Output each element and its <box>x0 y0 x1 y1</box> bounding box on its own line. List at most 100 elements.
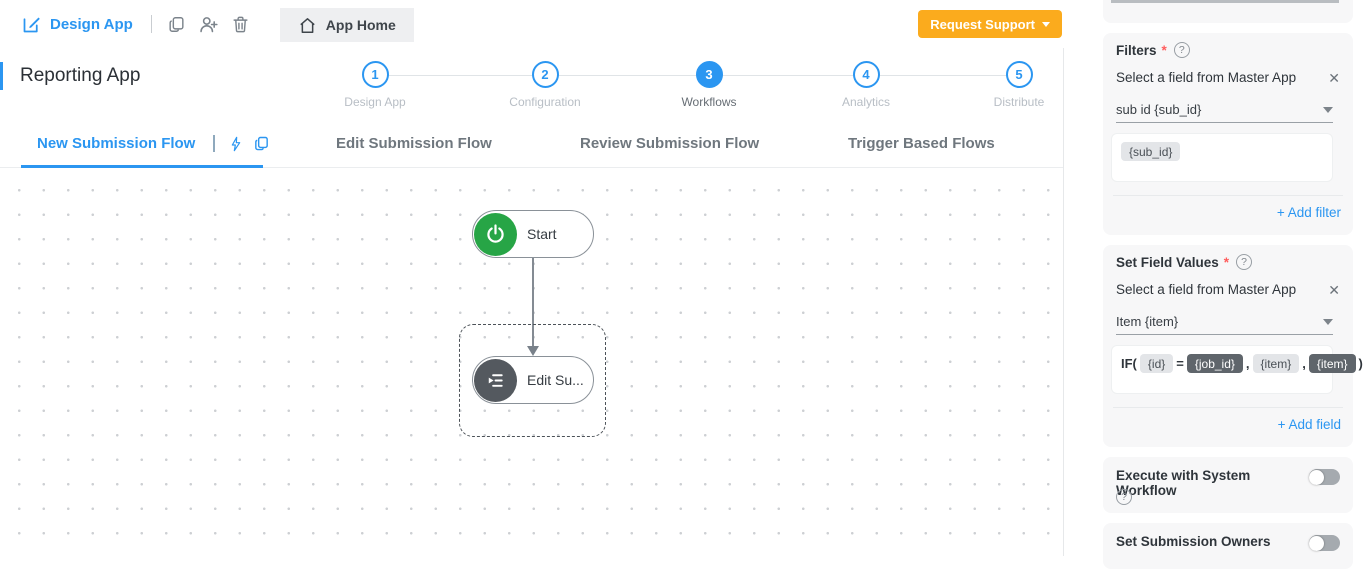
step-label: Analytics <box>841 95 891 109</box>
formula-text: , <box>1245 356 1250 371</box>
formula-box[interactable]: IF( {id} = {job_id} , {item} , {item} ) <box>1111 345 1363 394</box>
help-icon[interactable]: ? <box>1173 42 1190 58</box>
filter-value-box[interactable]: {sub_id} <box>1111 133 1333 182</box>
divider <box>1113 407 1343 408</box>
execute-workflow-label: Execute with System Workflow <box>1116 468 1251 498</box>
topbar-separator <box>150 15 152 33</box>
step-design-app[interactable]: 1 Design App <box>315 48 435 109</box>
help-icon[interactable]: ? <box>1116 489 1132 505</box>
step-circle[interactable]: 1 <box>361 61 389 88</box>
edit-node-label: Edit Su... <box>527 372 584 388</box>
field-chip[interactable]: {item} <box>1252 354 1300 373</box>
request-support-button[interactable]: Request Support <box>918 10 1062 38</box>
flow-connector-line <box>532 258 534 346</box>
header-row: Reporting App 1 Design App 2 Configurati… <box>0 48 1063 120</box>
left-region: Design App App Home <box>0 0 1097 556</box>
formula-text: = <box>1176 356 1184 371</box>
close-icon[interactable]: ✕ <box>1328 69 1340 86</box>
field-label: Select a field from Master App <box>1116 282 1297 297</box>
dropdown-value: Item {item} <box>1116 314 1179 329</box>
app-home-label: App Home <box>325 17 396 33</box>
step-label: Workflows <box>681 95 737 109</box>
step-label: Configuration <box>509 95 581 109</box>
add-filter-link[interactable]: + Add filter <box>1276 205 1341 220</box>
node-selection-outline <box>459 324 606 437</box>
duplicate-flow-icon[interactable] <box>253 135 270 152</box>
request-support-label: Request Support <box>930 16 1035 32</box>
page-title: Reporting App <box>20 65 141 86</box>
step-circle[interactable]: 4 <box>852 61 880 88</box>
tab-edit-submission-flow[interactable]: Edit Submission Flow <box>336 120 492 167</box>
add-field-link[interactable]: + Add field <box>1277 417 1341 432</box>
help-icon[interactable]: ? <box>1236 254 1253 270</box>
chevron-down-icon <box>1323 318 1333 325</box>
field-chip[interactable]: {item} <box>1308 354 1356 373</box>
step-workflows[interactable]: 3 Workflows <box>649 48 769 109</box>
field-chip[interactable]: {job_id} <box>1186 354 1243 373</box>
chevron-down-icon <box>1042 21 1050 27</box>
config-panel: Filters * ? Select a field from Master A… <box>1097 0 1366 569</box>
set-field-dropdown[interactable]: Item {item} <box>1116 309 1333 335</box>
tab-label: Trigger Based Flows <box>848 135 995 152</box>
required-asterisk: * <box>1161 42 1167 58</box>
tab-trigger-based-flows[interactable]: Trigger Based Flows <box>848 120 995 167</box>
dropdown-value: sub id {sub_id} <box>1116 102 1202 117</box>
step-circle[interactable]: 3 <box>695 61 723 88</box>
step-circle[interactable]: 2 <box>531 61 559 88</box>
panel-card-partial <box>1103 0 1353 23</box>
tab-separator <box>213 135 216 152</box>
edit-submission-node[interactable]: Edit Su... <box>472 356 594 404</box>
set-submission-owners-section: Set Submission Owners <box>1103 523 1353 569</box>
add-user-icon[interactable] <box>198 13 220 35</box>
chevron-down-icon <box>1323 106 1333 113</box>
execute-workflow-toggle[interactable] <box>1309 469 1340 485</box>
delete-icon[interactable] <box>230 13 252 35</box>
start-node[interactable]: Start <box>472 210 594 258</box>
topbar: Design App App Home <box>0 0 1097 48</box>
duplicate-app-icon[interactable] <box>166 13 188 35</box>
title-accent-bar <box>0 62 3 90</box>
formula-text: IF( <box>1121 356 1137 371</box>
filters-section: Filters * ? Select a field from Master A… <box>1103 33 1353 235</box>
filters-title: Filters <box>1116 42 1157 58</box>
flow-connector-arrowhead <box>527 346 539 356</box>
set-field-values-section: Set Field Values * ? Select a field from… <box>1103 245 1363 447</box>
filter-field-dropdown[interactable]: sub id {sub_id} <box>1116 97 1333 123</box>
scrolled-field-underline <box>1111 0 1339 3</box>
tab-review-submission-flow[interactable]: Review Submission Flow <box>580 120 759 167</box>
toggle-knob <box>1309 535 1324 551</box>
step-label: Design App <box>344 95 406 109</box>
step-configuration[interactable]: 2 Configuration <box>485 48 605 109</box>
execute-system-workflow-section: Execute with System Workflow ? <box>1103 457 1353 513</box>
form-icon <box>474 358 517 402</box>
home-icon <box>298 16 317 35</box>
formula-text: ) <box>1358 356 1363 371</box>
tab-label: New Submission Flow <box>37 135 196 152</box>
app-home-tab[interactable]: App Home <box>279 8 414 42</box>
tab-new-submission-flow[interactable]: New Submission Flow <box>37 120 279 167</box>
tab-label: Review Submission Flow <box>580 135 760 152</box>
step-analytics[interactable]: 4 Analytics <box>806 48 926 109</box>
toggle-knob <box>1309 469 1324 485</box>
field-label: Select a field from Master App <box>1116 70 1297 85</box>
panel-divider-line <box>1063 48 1064 556</box>
active-tab-underline <box>21 165 263 168</box>
tab-label: Edit Submission Flow <box>336 135 492 152</box>
field-chip[interactable]: {sub_id} <box>1121 142 1181 161</box>
submission-owners-toggle[interactable] <box>1309 535 1340 551</box>
design-app-label[interactable]: Design App <box>50 15 133 33</box>
workflow-canvas[interactable]: Start Edit Su... <box>0 168 1063 556</box>
submission-owners-label: Set Submission Owners <box>1116 534 1271 549</box>
divider <box>1113 195 1343 196</box>
required-asterisk: * <box>1223 254 1230 270</box>
edit-app-icon[interactable] <box>20 13 42 35</box>
step-distribute[interactable]: 5 Distribute <box>959 48 1079 109</box>
lightning-icon[interactable] <box>228 135 244 153</box>
step-circle[interactable]: 5 <box>1005 61 1033 88</box>
power-icon <box>474 212 517 256</box>
flow-tabs: New Submission Flow Edit Submission Flow… <box>0 120 1063 168</box>
field-chip[interactable]: {id} <box>1139 354 1174 373</box>
start-node-label: Start <box>527 226 557 242</box>
close-icon[interactable]: ✕ <box>1328 281 1340 298</box>
formula-text: , <box>1302 356 1306 371</box>
